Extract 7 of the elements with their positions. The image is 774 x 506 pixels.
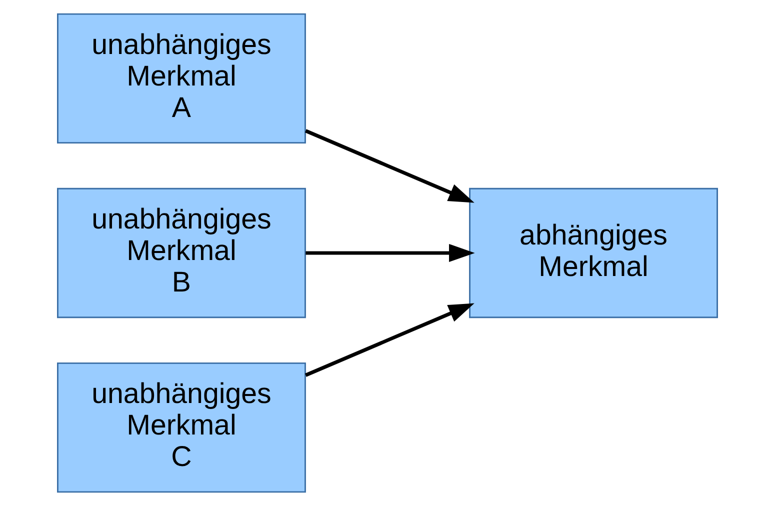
arrow <box>304 129 474 203</box>
node-box: abhängiges Merkmal <box>468 188 718 318</box>
arrow <box>304 303 474 377</box>
node-box: unabhängiges Merkmal B <box>56 188 306 318</box>
arrow <box>305 244 474 262</box>
node-box: unabhängiges Merkmal C <box>56 362 306 493</box>
node-box: unabhängiges Merkmal A <box>56 13 306 144</box>
